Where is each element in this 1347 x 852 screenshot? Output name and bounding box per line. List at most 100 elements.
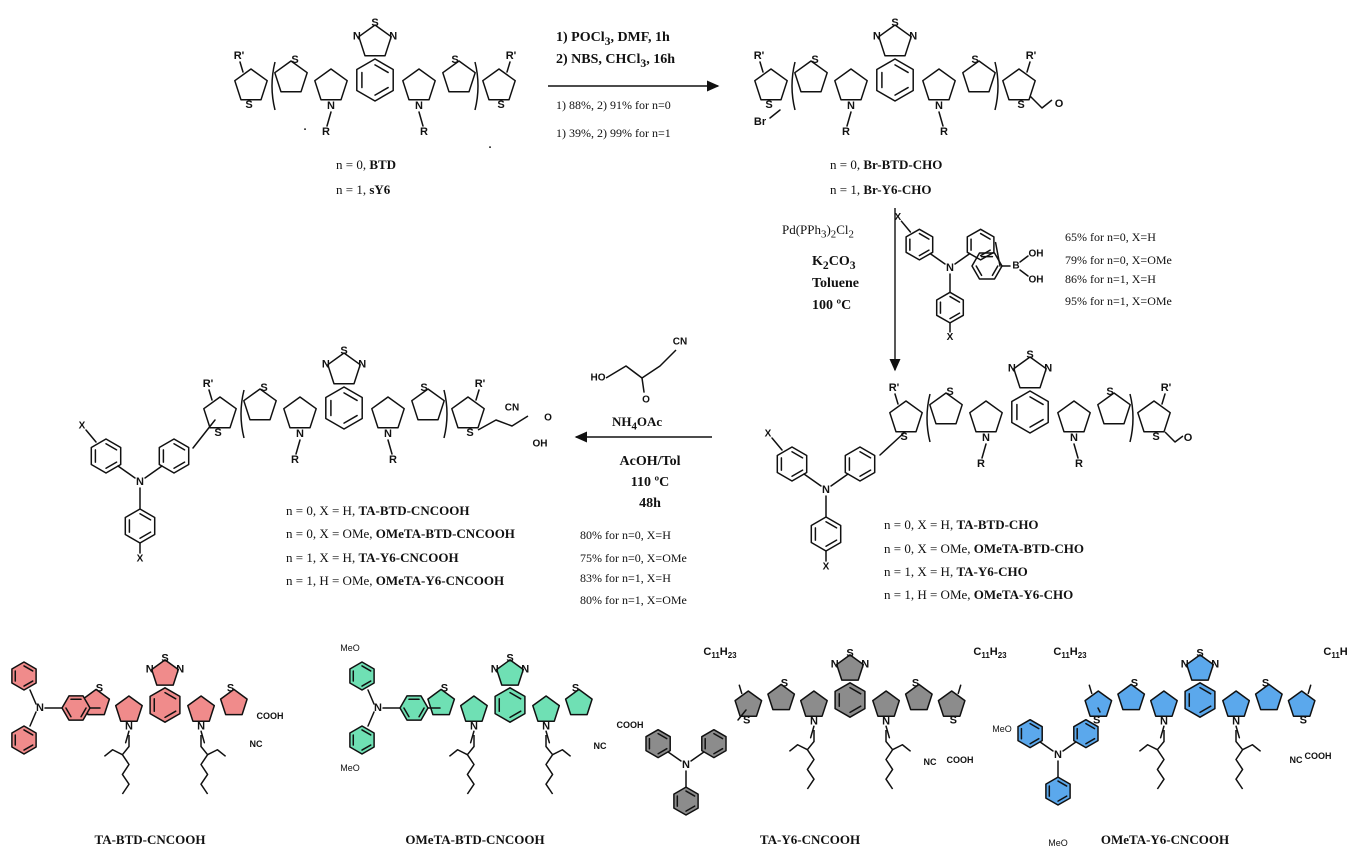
alkyl-chain xyxy=(885,730,894,790)
start-label-n0: n = 0, BTD xyxy=(336,157,397,172)
substituent-bond xyxy=(771,437,783,451)
sulfur-atom: S xyxy=(946,386,953,398)
sulfur-atom: S xyxy=(260,382,267,394)
sulfur-atom: S xyxy=(506,652,513,664)
acid-label: n = 0, X = OMe, OMeTA-BTD-CNCOOH xyxy=(286,526,515,541)
methoxy-label: MeO xyxy=(1048,838,1068,848)
double-bond xyxy=(859,469,872,477)
five-ring xyxy=(1254,683,1283,711)
sulfur-atom: S xyxy=(846,647,853,659)
double-bond xyxy=(791,469,804,477)
molecule-structures: SNNNRSSR'NRSSR'..SNNNRSSR'NRSSR'BrONXXBO… xyxy=(11,17,1347,848)
nitrogen-atom: N xyxy=(831,659,839,671)
bromo-label-n0: n = 0, Br-BTD-CHO xyxy=(830,157,943,172)
five-ring xyxy=(187,695,216,722)
backbone xyxy=(605,349,677,379)
double-bond xyxy=(791,451,804,459)
sulfur-atom: S xyxy=(291,54,298,66)
double-bond xyxy=(1029,418,1044,428)
double-bond xyxy=(1085,722,1096,730)
aldehyde-bond xyxy=(1029,95,1053,109)
n-alkyl-bond xyxy=(545,730,551,744)
repeat-bracket xyxy=(474,61,479,111)
carboxylic-acid-label: COOH xyxy=(617,720,644,730)
oxygen-label: O xyxy=(1055,98,1064,110)
five-ring xyxy=(234,68,268,101)
bond xyxy=(929,252,946,265)
step2-solvent: Toluene xyxy=(812,276,859,291)
step1-reagent-1: 1) POCl3, DMF, 1h xyxy=(556,30,670,48)
bond xyxy=(769,109,781,119)
five-ring xyxy=(314,68,348,101)
nitrogen-atom: N xyxy=(946,262,954,274)
sulfur-atom: S xyxy=(900,431,907,443)
undecyl-label: C11H23 xyxy=(703,646,737,660)
r-prime-bond xyxy=(1026,61,1031,73)
ethyl-branch xyxy=(788,744,808,752)
sulfur-atom: S xyxy=(214,427,221,439)
double-bond xyxy=(894,64,909,74)
nitrogen-atom: N xyxy=(1044,363,1052,375)
double-bond xyxy=(361,744,372,751)
sulfur-atom: S xyxy=(572,683,579,695)
double-bond xyxy=(374,64,389,74)
five-ring xyxy=(532,695,561,722)
step3-reagent: NH4OAc xyxy=(612,414,663,433)
r-group-label: R xyxy=(977,458,985,470)
benzene-ring xyxy=(966,228,995,261)
sulfur-atom: S xyxy=(451,54,458,66)
repeat-bracket xyxy=(240,389,245,439)
r-prime-label: R' xyxy=(754,50,765,62)
sulfur-atom: S xyxy=(912,678,919,690)
ethyl-branch xyxy=(1242,744,1262,752)
five-ring xyxy=(564,688,593,716)
nitrogen-atom: N xyxy=(1211,659,1219,671)
step2-yield: 65% for n=0, X=H xyxy=(1065,230,1156,244)
step2-yield: 86% for n=1, X=H xyxy=(1065,272,1156,286)
five-ring xyxy=(937,690,966,717)
step3-yield: 75% for n=0, X=OMe xyxy=(580,551,687,565)
sulfur-atom: S xyxy=(96,683,103,695)
ometa-y6-dye-substituents: NMeOMeOCOOHNCC11H23C11H23 xyxy=(992,646,1347,848)
double-bond xyxy=(1029,722,1040,730)
r-group-label: R xyxy=(322,126,330,138)
nitrogen-atom: N xyxy=(322,359,330,371)
double-bond xyxy=(361,729,372,736)
step2-yield: 79% for n=0, X=OMe xyxy=(1065,253,1172,267)
double-bond xyxy=(65,707,72,718)
alkyl-chain xyxy=(1235,730,1244,790)
sulfur-atom: S xyxy=(1196,647,1203,659)
hydroxyl-label: OH xyxy=(1029,275,1044,286)
benzene-ring xyxy=(325,386,363,430)
benzene-ring xyxy=(905,228,934,261)
five-ring xyxy=(451,396,485,429)
sulfur-atom: S xyxy=(1131,678,1138,690)
oxygen-label: O xyxy=(544,413,552,424)
r-prime-bond xyxy=(208,389,213,401)
five-ring xyxy=(1149,690,1178,717)
nitrogen-atom: N xyxy=(125,720,133,732)
repeat-bracket xyxy=(791,61,796,111)
step3-temperature: 110 ºC xyxy=(630,475,670,490)
r-group-label: R xyxy=(842,126,850,138)
r-prime-label: R' xyxy=(234,50,245,62)
sulfur-atom: S xyxy=(441,683,448,695)
nitrogen-atom: N xyxy=(521,664,529,676)
double-bond xyxy=(1029,396,1044,406)
acid-label: n = 1, X = H, TA-Y6-CNCOOH xyxy=(286,550,459,565)
nitrile-label: NC xyxy=(250,739,263,749)
carboxylic-acid-label: COOH xyxy=(257,711,284,721)
r-prime-label: R' xyxy=(506,50,517,62)
nitrogen-atom: N xyxy=(491,664,499,676)
sulfur-atom: S xyxy=(781,678,788,690)
carboxylic-acid-label: COOH xyxy=(947,755,974,765)
double-bond xyxy=(657,732,668,740)
r-prime-bond xyxy=(894,393,899,405)
double-bond xyxy=(949,312,961,320)
n-alkyl-bond xyxy=(387,439,393,455)
substituent-label: X xyxy=(765,429,772,440)
